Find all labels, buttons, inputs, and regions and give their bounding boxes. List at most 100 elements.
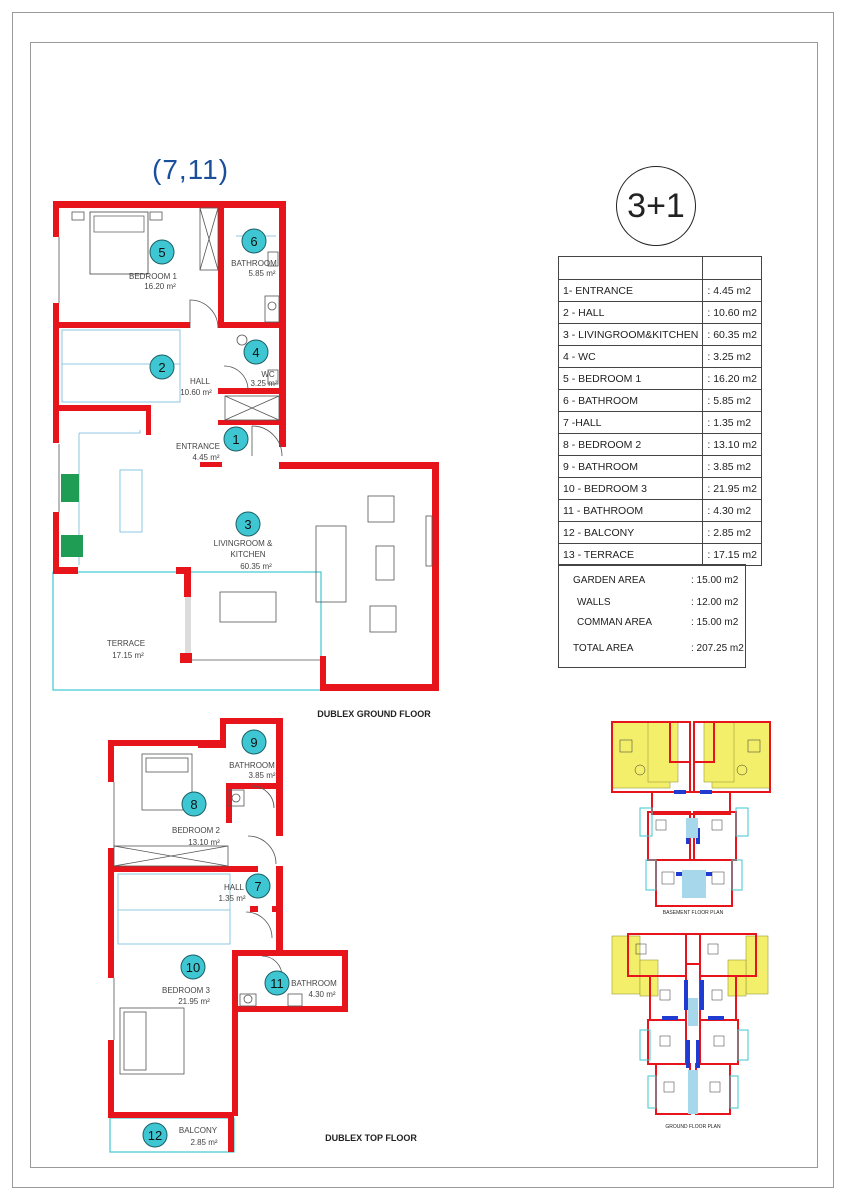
table-row: 7 -HALL: 1.35 m2 (557, 411, 762, 434)
room-area: 16.20 m² (144, 282, 176, 291)
room-name: BEDROOM 2 (172, 826, 221, 835)
room-name: BATHROOM (231, 259, 277, 268)
table-row (557, 256, 762, 280)
top-details (113, 753, 303, 1075)
ground-floor-plan-thumb (611, 933, 769, 1115)
area-label: 11 - BATHROOM (557, 499, 704, 522)
table-row: 10 - BEDROOM 3: 21.95 m2 (557, 477, 762, 500)
table-cell (557, 256, 704, 280)
top-floor-plan (108, 718, 348, 1153)
room-hall-7: 7 HALL 1.35 m² (218, 873, 271, 903)
room-wc: 4 WC 3.25 m² (243, 339, 278, 388)
top-walls (108, 718, 348, 1152)
table-row: 11 - BATHROOM: 4.30 m2 (557, 499, 762, 522)
ground-room-labels: 5 BEDROOM 1 16.20 m² 6 BATHROOM 5.85 m² … (107, 228, 278, 660)
area-table: 1- ENTRANCE: 4.45 m2 2 - HALL: 10.60 m2 … (557, 256, 762, 566)
table-row: 13 - TERRACE: 17.15 m2 (557, 543, 762, 566)
table-row: 8 - BEDROOM 2: 13.10 m2 (557, 433, 762, 456)
room-number: 1 (232, 432, 239, 447)
room-name: BATHROOM (229, 761, 275, 770)
summary-label: GARDEN AREA (573, 575, 646, 586)
room-area: 21.95 m² (178, 997, 210, 1006)
room-number: 10 (186, 960, 200, 975)
area-label: 1- ENTRANCE (557, 279, 704, 302)
summary-row: TOTAL AREA : 207.25 m2 (559, 643, 745, 659)
area-label: 7 -HALL (557, 411, 704, 434)
inner-frame (30, 42, 818, 1168)
room-area: 2.85 m² (190, 1138, 217, 1147)
room-number: 4 (252, 345, 259, 360)
summary-value: : 15.00 m2 (691, 575, 739, 586)
basement-floor-plan-thumb (611, 721, 771, 907)
area-value: : 60.35 m2 (702, 323, 762, 346)
room-area: 3.25 m² (250, 379, 277, 388)
room-name: BATHROOM (291, 979, 337, 988)
room-living-kitchen: 3 LIVINGROOM & KITCHEN 60.35 m² (214, 511, 273, 571)
room-area: 60.35 m² (240, 562, 272, 571)
table-row: 12 - BALCONY: 2.85 m2 (557, 521, 762, 544)
room-bedroom-2: 8 BEDROOM 2 13.10 m² (172, 791, 221, 847)
ground-floor-plan (52, 201, 439, 691)
summary-label: TOTAL AREA (573, 643, 634, 654)
room-name: HALL (190, 377, 211, 386)
area-value: : 3.85 m2 (702, 455, 762, 478)
ground-walls (53, 201, 439, 691)
table-row: 1- ENTRANCE: 4.45 m2 (557, 279, 762, 302)
area-value: : 5.85 m2 (702, 389, 762, 412)
room-number: 12 (148, 1128, 162, 1143)
summary-row: WALLS: 12.00 m2 (559, 597, 745, 613)
room-number: 6 (250, 234, 257, 249)
area-label: 3 - LIVINGROOM&KITCHEN (557, 323, 704, 346)
top-floor-caption: DUBLEX TOP FLOOR (325, 1133, 417, 1143)
summary-label: COMMAN AREA (577, 617, 653, 628)
room-number: 5 (158, 245, 165, 260)
room-area: 17.15 m² (112, 651, 144, 660)
room-bathroom-11: 11 BATHROOM 4.30 m² (264, 970, 337, 999)
summary-row: GARDEN AREA : 15.00 m2 (559, 575, 745, 591)
room-number: 2 (158, 360, 165, 375)
room-name: BALCONY (179, 1126, 218, 1135)
summary-value: : 207.25 m2 (691, 643, 744, 654)
room-area: 3.85 m² (248, 771, 275, 780)
ground-floor-caption: DUBLEX GROUND FLOOR (317, 709, 431, 719)
room-area: 10.60 m² (180, 388, 212, 397)
area-summary: GARDEN AREA : 15.00 m2 WALLS: 12.00 m2 CO… (558, 564, 746, 668)
room-area: 4.45 m² (192, 453, 219, 462)
area-label: 9 - BATHROOM (557, 455, 704, 478)
room-terrace: TERRACE 17.15 m² (107, 639, 145, 660)
room-hall: 2 HALL 10.60 m² (149, 354, 212, 397)
top-room-labels: 9 BATHROOM 3.85 m² 8 BEDROOM 2 13.10 m² … (142, 729, 337, 1148)
room-name: LIVINGROOM & (214, 539, 273, 548)
table-row: 6 - BATHROOM: 5.85 m2 (557, 389, 762, 412)
room-bathroom-9: 9 BATHROOM 3.85 m² (229, 729, 276, 780)
room-area: 13.10 m² (188, 838, 220, 847)
room-name: BEDROOM 1 (129, 272, 178, 281)
room-bedroom-1: 5 BEDROOM 1 16.20 m² (129, 239, 178, 291)
summary-value: : 15.00 m2 (691, 617, 739, 628)
room-number: 3 (244, 517, 251, 532)
table-row: 5 - BEDROOM 1: 16.20 m2 (557, 367, 762, 390)
room-area: 4.30 m² (308, 990, 335, 999)
area-label: 13 - TERRACE (557, 543, 704, 566)
room-name: ENTRANCE (176, 442, 220, 451)
room-name: HALL (224, 883, 245, 892)
basement-plan-caption: BASEMENT FLOOR PLAN (663, 910, 724, 916)
room-number: 7 (254, 879, 261, 894)
room-bathroom-6: 6 BATHROOM 5.85 m² (231, 228, 277, 278)
table-cell (702, 256, 762, 280)
room-number: 11 (270, 976, 284, 991)
room-bedroom-3: 10 BEDROOM 3 21.95 m² (162, 954, 211, 1006)
room-number: 9 (250, 735, 257, 750)
area-value: : 4.45 m2 (702, 279, 762, 302)
summary-value: : 12.00 m2 (691, 597, 739, 608)
ground-plan-caption: GROUND FLOOR PLAN (665, 1124, 721, 1130)
table-row: 3 - LIVINGROOM&KITCHEN: 60.35 m2 (557, 323, 762, 346)
summary-row: COMMAN AREA : 15.00 m2 (559, 617, 745, 633)
room-name: WC (261, 370, 275, 379)
unit-code: (7,11) (152, 154, 230, 185)
area-value: : 16.20 m2 (702, 367, 762, 390)
room-entrance: 1 ENTRANCE 4.45 m² (176, 426, 249, 462)
area-value: : 13.10 m2 (702, 433, 762, 456)
area-label: 10 - BEDROOM 3 (557, 477, 704, 500)
